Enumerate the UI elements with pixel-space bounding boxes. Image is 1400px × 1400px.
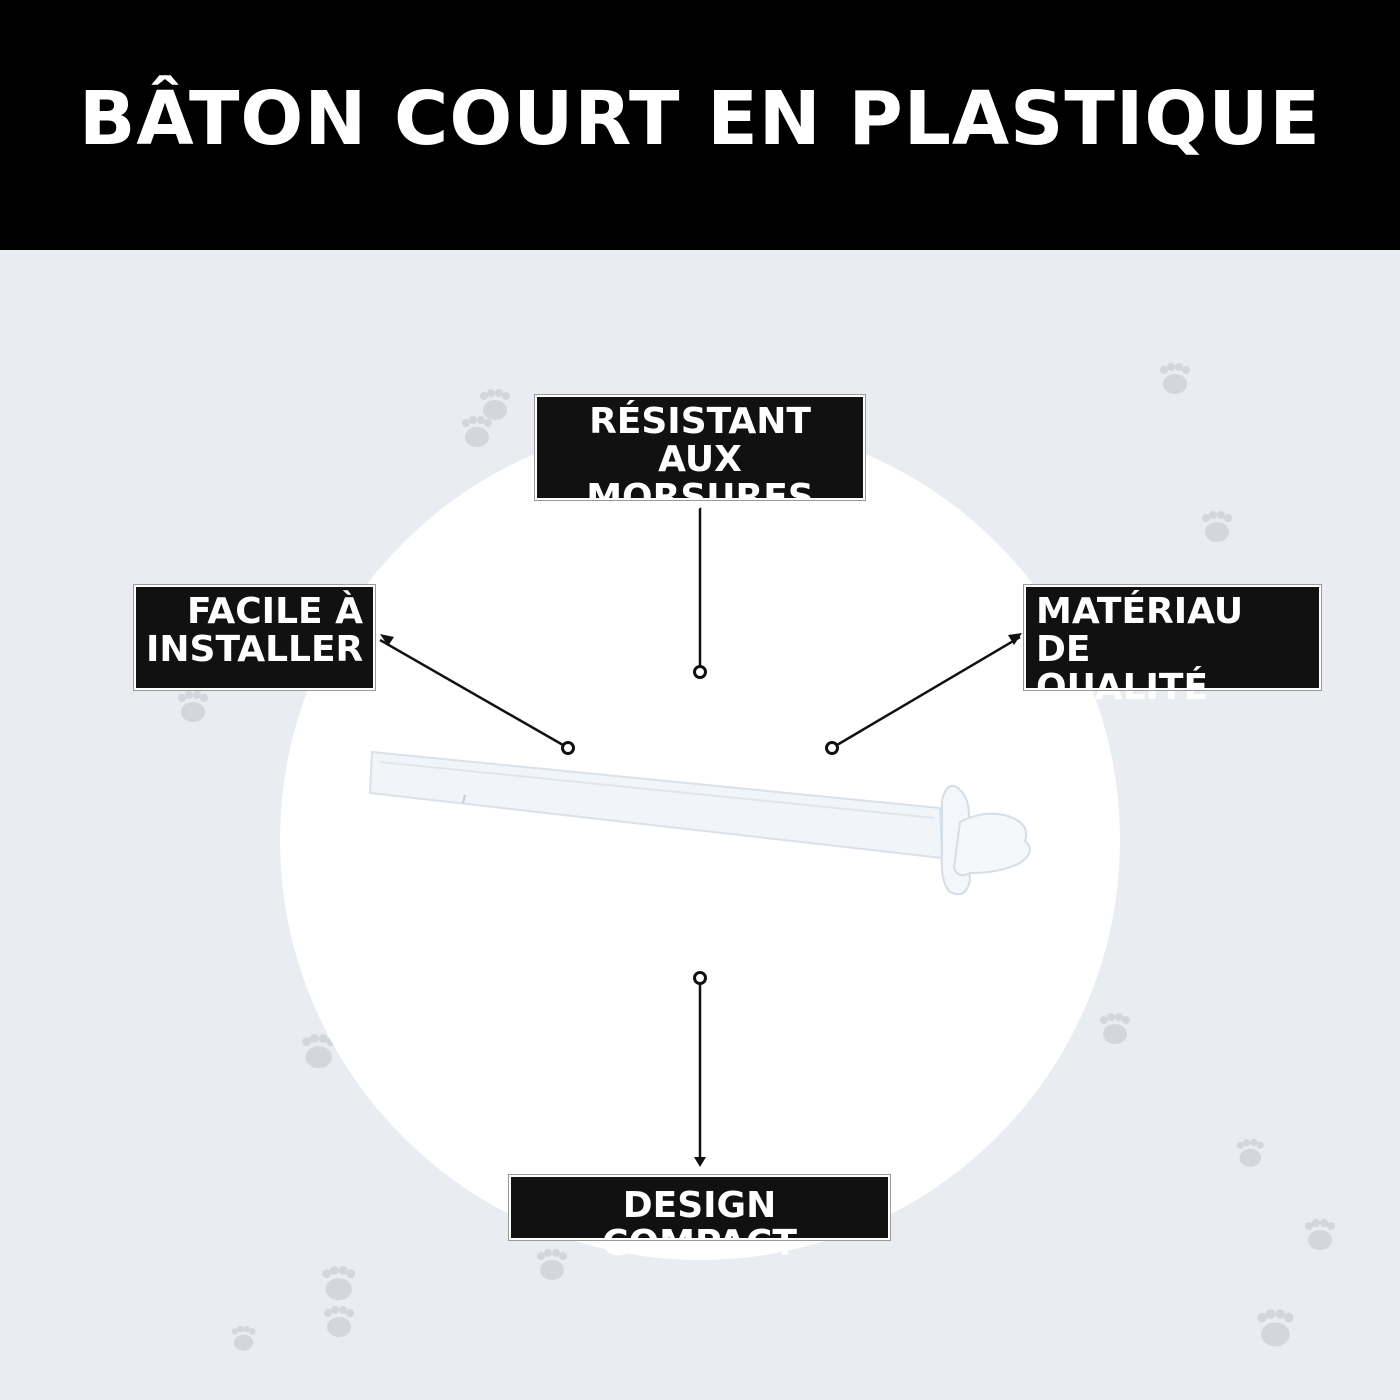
paw-print-icon (1235, 1138, 1266, 1173)
paw-print-icon (1255, 1308, 1296, 1353)
feature-text: INSTALLER (146, 629, 364, 670)
feature-text: MATÉRIAU DE (1036, 591, 1244, 670)
paw-print-icon (176, 690, 210, 728)
paw-print-icon (320, 1265, 357, 1306)
feature-label-bite-resistant: RÉSISTANT AUX MORSURES (534, 394, 866, 517)
feature-text: QUALITÉ (1036, 667, 1209, 708)
callout-dot-left (561, 741, 575, 755)
feature-label-easy-install: FACILE À INSTALLER (133, 584, 376, 691)
callout-line-left (379, 638, 564, 747)
paw-print-icon (1303, 1218, 1337, 1256)
page-title: BÂTON COURT EN PLASTIQUE (79, 76, 1321, 162)
callout-dot-right (825, 741, 839, 755)
feature-text: RÉSISTANT AUX (589, 401, 811, 480)
arrowhead-icon (694, 1157, 706, 1167)
callout-dot-top (693, 665, 707, 679)
paw-print-icon (1098, 1012, 1132, 1050)
paw-print-icon (230, 1325, 257, 1356)
product-image (368, 750, 1031, 896)
header-banner: BÂTON COURT EN PLASTIQUE (0, 0, 1400, 250)
feature-label-quality-material: MATÉRIAU DE QUALITÉ (1023, 584, 1322, 707)
feature-text: MORSURES (586, 477, 814, 518)
arrowhead-icon (380, 634, 394, 646)
arrowhead-icon (1008, 633, 1022, 645)
paw-print-icon (1200, 510, 1234, 548)
paw-print-icon (478, 388, 512, 426)
feature-text: FACILE À (186, 591, 363, 632)
paw-print-icon (1158, 362, 1192, 400)
feature-text: DESIGN COMPACT (602, 1185, 797, 1264)
paw-print-icon (460, 415, 494, 453)
feature-label-compact-design: DESIGN COMPACT (508, 1174, 891, 1263)
paw-print-icon (322, 1305, 356, 1343)
paw-print-icon (535, 1248, 569, 1286)
callout-dot-bottom (693, 971, 707, 985)
callout-line-right (836, 635, 1021, 747)
